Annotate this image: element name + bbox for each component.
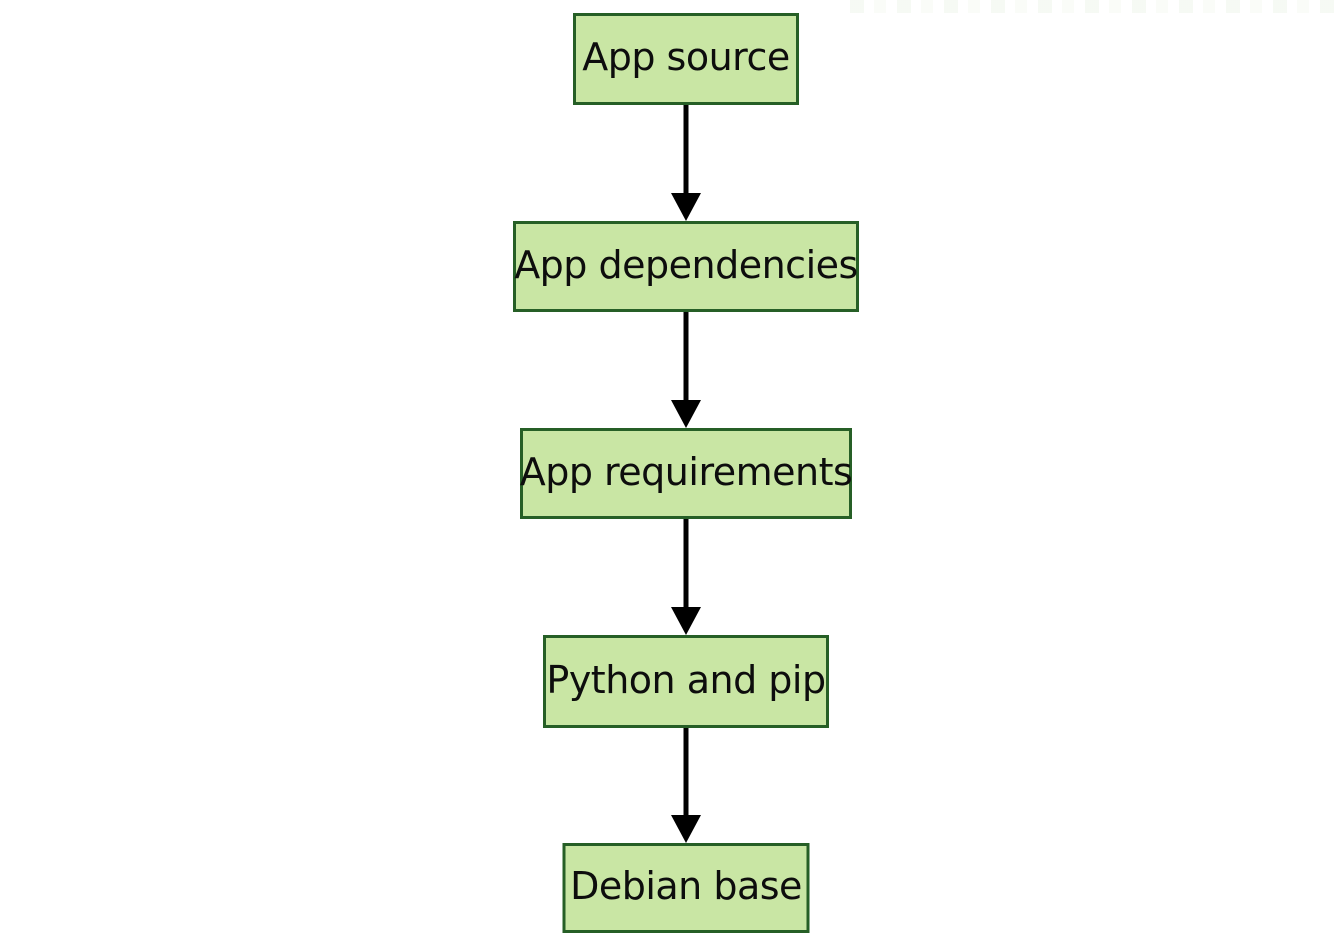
arrow-shaft	[683, 312, 689, 404]
arrow-shaft	[683, 519, 689, 611]
node-label: App dependencies	[514, 242, 858, 287]
arrow-shaft	[683, 105, 689, 197]
edge-arrow-dependencies-to-requirements	[670, 312, 702, 428]
edge-arrow-source-to-dependencies	[670, 105, 702, 221]
arrowhead-down-icon	[671, 193, 701, 221]
arrowhead-down-icon	[671, 815, 701, 843]
node-python-and-pip: Python and pip	[543, 635, 829, 728]
node-label: Python and pip	[546, 657, 826, 702]
arrowhead-down-icon	[671, 607, 701, 635]
node-debian-base: Debian base	[562, 843, 810, 933]
arrow-shaft	[683, 728, 689, 819]
node-label: App source	[582, 35, 790, 79]
edge-arrow-requirements-to-python	[670, 519, 702, 635]
arrowhead-down-icon	[671, 400, 701, 428]
node-label: App requirements	[519, 449, 853, 494]
node-app-dependencies: App dependencies	[513, 221, 859, 312]
node-label: Debian base	[570, 864, 802, 908]
node-app-requirements: App requirements	[519, 428, 853, 519]
node-app-source: App source	[573, 13, 799, 105]
edge-arrow-python-to-debian	[670, 728, 702, 843]
background-texture	[850, 0, 1344, 13]
